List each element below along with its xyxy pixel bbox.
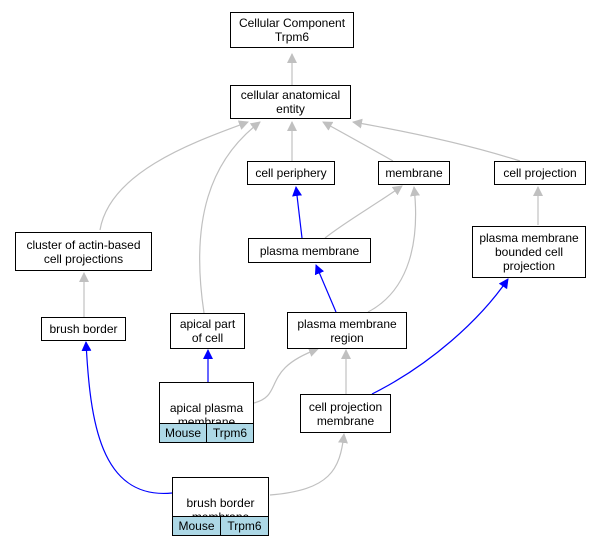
node-brush-border-membrane[interactable]: brush border membrane Mouse Trpm6 [172,477,269,536]
node-membrane[interactable]: membrane [378,161,450,185]
annotation-gene[interactable]: Trpm6 [220,517,268,535]
node-cellular-anatomical-entity[interactable]: cellular anatomical entity [230,85,351,119]
node-cluster-of-actin-based-cell-projections[interactable]: cluster of actin-based cell projections [15,232,152,271]
edge-cell-projection-to-cae [352,118,521,162]
node-plasma-membrane[interactable]: plasma membrane [248,238,371,263]
edge-plasma-membrane-to-cell-periphery [292,186,303,239]
annotation-organism[interactable]: Mouse [160,424,206,442]
edge-pmr-to-plasma-membrane [314,264,337,313]
edge-cluster-to-cae [99,120,249,231]
node-apical-plasma-membrane[interactable]: apical plasma membrane Mouse Trpm6 [159,382,254,443]
edge-cpm-to-pmbcp [371,278,509,395]
node-cellular-component[interactable]: Cellular Component Trpm6 [230,12,354,48]
node-cell-projection-membrane[interactable]: cell projection membrane [300,394,391,433]
annotation-row: Mouse Trpm6 [172,516,269,536]
edge-membrane-to-cae [322,121,394,162]
edge-pmr-to-membrane [367,186,420,313]
node-apical-part-of-cell[interactable]: apical part of cell [170,313,245,349]
node-plasma-membrane-bounded-cell-projection[interactable]: plasma membrane bounded cell projection [472,226,586,278]
edge-apical-part-to-cae [199,121,261,314]
node-plasma-membrane-region[interactable]: plasma membrane region [287,312,407,349]
node-cell-periphery[interactable]: cell periphery [247,161,335,185]
edge-plasma-membrane-to-membrane [324,185,403,239]
node-brush-border[interactable]: brush border [41,317,126,341]
annotation-organism[interactable]: Mouse [173,517,220,535]
edge-bbm-to-brush-border [81,341,173,494]
annotation-gene[interactable]: Trpm6 [206,424,253,442]
edge-bbm-to-cpm [269,433,348,496]
node-cell-projection[interactable]: cell projection [494,161,586,185]
annotation-row: Mouse Trpm6 [159,423,254,443]
edge-apm-to-pmr [253,347,319,404]
